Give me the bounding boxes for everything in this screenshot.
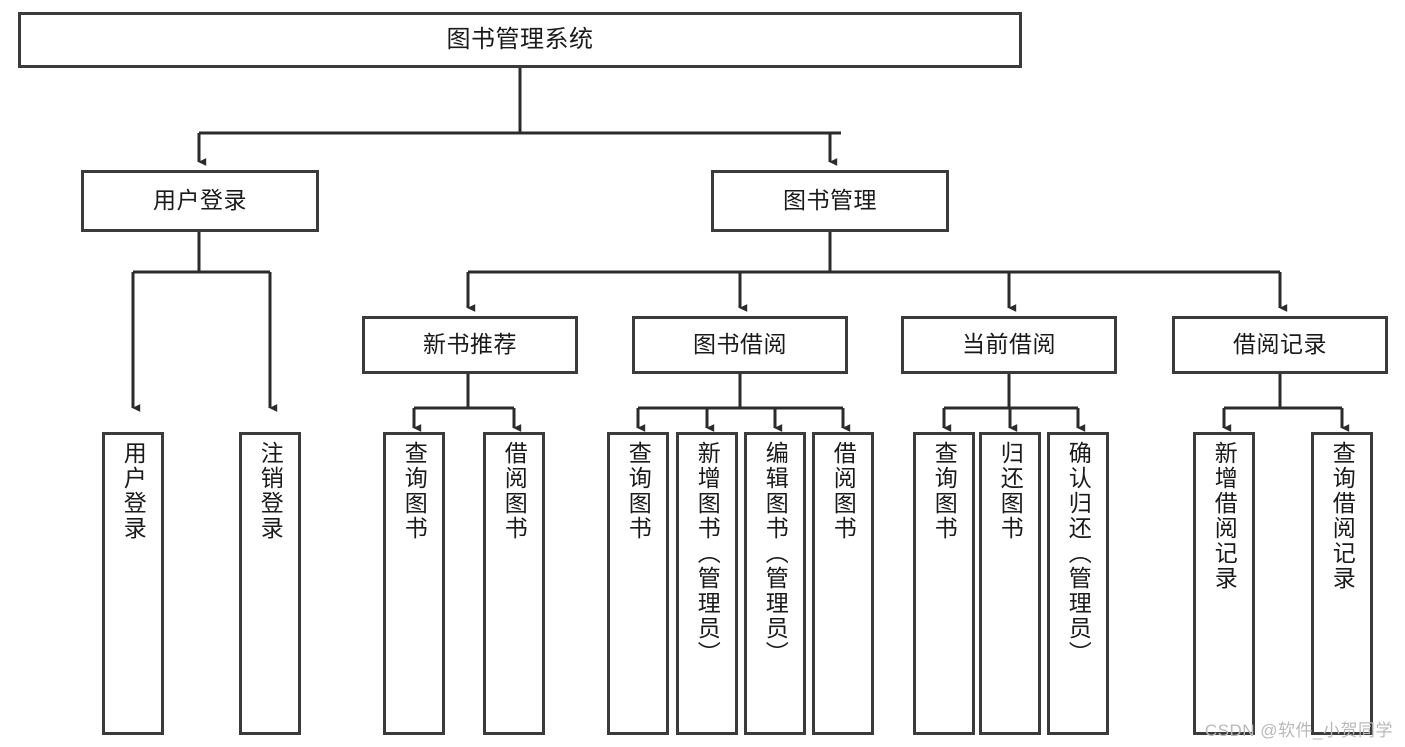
node-label: 查询图书 xyxy=(931,441,958,541)
node-borrow-records[interactable]: 借阅记录 xyxy=(1172,316,1388,374)
node-label: 编辑图书（管理员） xyxy=(762,441,789,666)
leaf-current-return-book[interactable]: 归还图书 xyxy=(979,432,1041,735)
leaf-current-confirm-return-admin[interactable]: 确认归还（管理员） xyxy=(1047,432,1109,735)
leaf-new-book-borrow[interactable]: 借阅图书 xyxy=(483,432,545,735)
node-label: 归还图书 xyxy=(997,441,1024,541)
node-label: 查询图书 xyxy=(401,441,428,541)
leaf-borrow-edit-book-admin[interactable]: 编辑图书（管理员） xyxy=(744,432,806,735)
leaf-borrow-query-book[interactable]: 查询图书 xyxy=(607,432,669,735)
node-book-management[interactable]: 图书管理 xyxy=(711,170,949,232)
node-label: 图书管理 xyxy=(783,187,877,214)
leaf-current-query-book[interactable]: 查询图书 xyxy=(913,432,975,735)
node-book-borrow[interactable]: 图书借阅 xyxy=(632,316,848,374)
leaf-user-login-login[interactable]: 用户登录 xyxy=(102,432,164,735)
node-label: 借阅图书 xyxy=(501,441,528,541)
node-user-login[interactable]: 用户登录 xyxy=(81,170,319,232)
node-label: 注销登录 xyxy=(257,441,284,541)
node-label: 查询借阅记录 xyxy=(1329,441,1356,591)
node-root-system[interactable]: 图书管理系统 xyxy=(18,12,1022,68)
node-label: 图书管理系统 xyxy=(446,25,594,53)
node-label: 用户登录 xyxy=(153,187,247,214)
leaf-borrow-borrow-book[interactable]: 借阅图书 xyxy=(812,432,874,735)
node-new-book-recommend[interactable]: 新书推荐 xyxy=(362,316,578,374)
leaf-user-login-logout[interactable]: 注销登录 xyxy=(239,432,301,735)
node-label: 新增图书（管理员） xyxy=(694,441,721,666)
node-label: 借阅记录 xyxy=(1233,331,1327,358)
leaf-borrow-add-book-admin[interactable]: 新增图书（管理员） xyxy=(676,432,738,735)
node-current-borrow[interactable]: 当前借阅 xyxy=(901,316,1117,374)
leaf-records-add-record[interactable]: 新增借阅记录 xyxy=(1193,432,1255,735)
leaf-new-book-query[interactable]: 查询图书 xyxy=(383,432,445,735)
node-label: 新书推荐 xyxy=(423,331,517,358)
node-label: 确认归还（管理员） xyxy=(1065,441,1092,666)
node-label: 图书借阅 xyxy=(693,331,787,358)
node-label: 当前借阅 xyxy=(962,331,1056,358)
node-label: 查询图书 xyxy=(625,441,652,541)
leaf-records-query-record[interactable]: 查询借阅记录 xyxy=(1311,432,1373,735)
node-label: 新增借阅记录 xyxy=(1211,441,1238,591)
node-label: 借阅图书 xyxy=(830,441,857,541)
watermark-text: CSDN @软件_小贺同学 xyxy=(1204,721,1393,740)
node-label: 用户登录 xyxy=(120,441,147,541)
